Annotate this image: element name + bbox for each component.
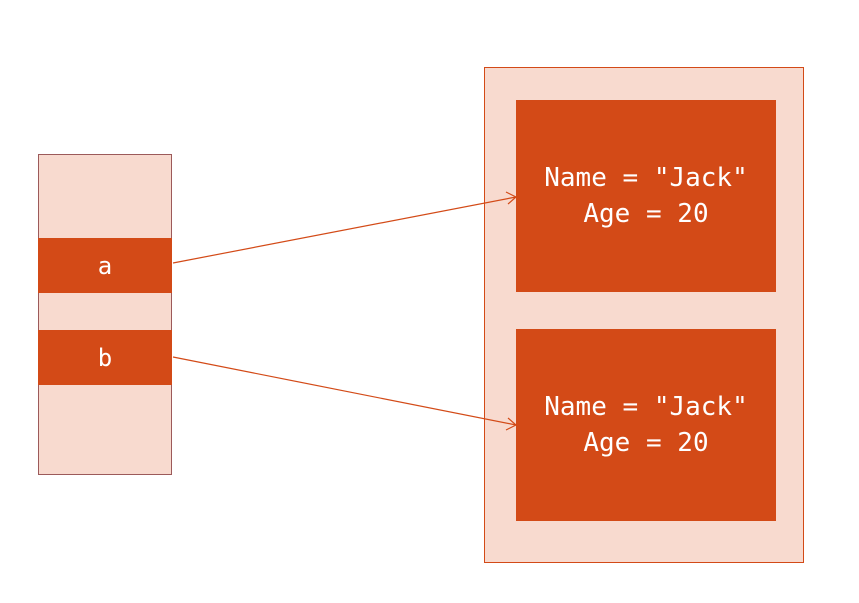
heap-object-2-age: Age = 20 [583, 428, 709, 458]
variable-b-cell: b [38, 330, 172, 385]
heap-region: Name = "Jack" Age = 20 Name = "Jack" Age… [484, 67, 804, 563]
variable-a-label: a [97, 251, 113, 280]
variable-a-cell: a [38, 238, 172, 293]
stack-frame: a b [38, 154, 172, 475]
heap-object-1: Name = "Jack" Age = 20 [516, 100, 776, 292]
arrow-a-to-object-1 [172, 196, 517, 264]
heap-object-1-name: Name = "Jack" [544, 163, 748, 193]
arrow-b-to-object-2 [172, 356, 517, 426]
heap-object-2-name: Name = "Jack" [544, 392, 748, 422]
heap-object-2: Name = "Jack" Age = 20 [516, 329, 776, 521]
variable-b-label: b [97, 343, 113, 372]
heap-object-1-age: Age = 20 [583, 199, 709, 229]
